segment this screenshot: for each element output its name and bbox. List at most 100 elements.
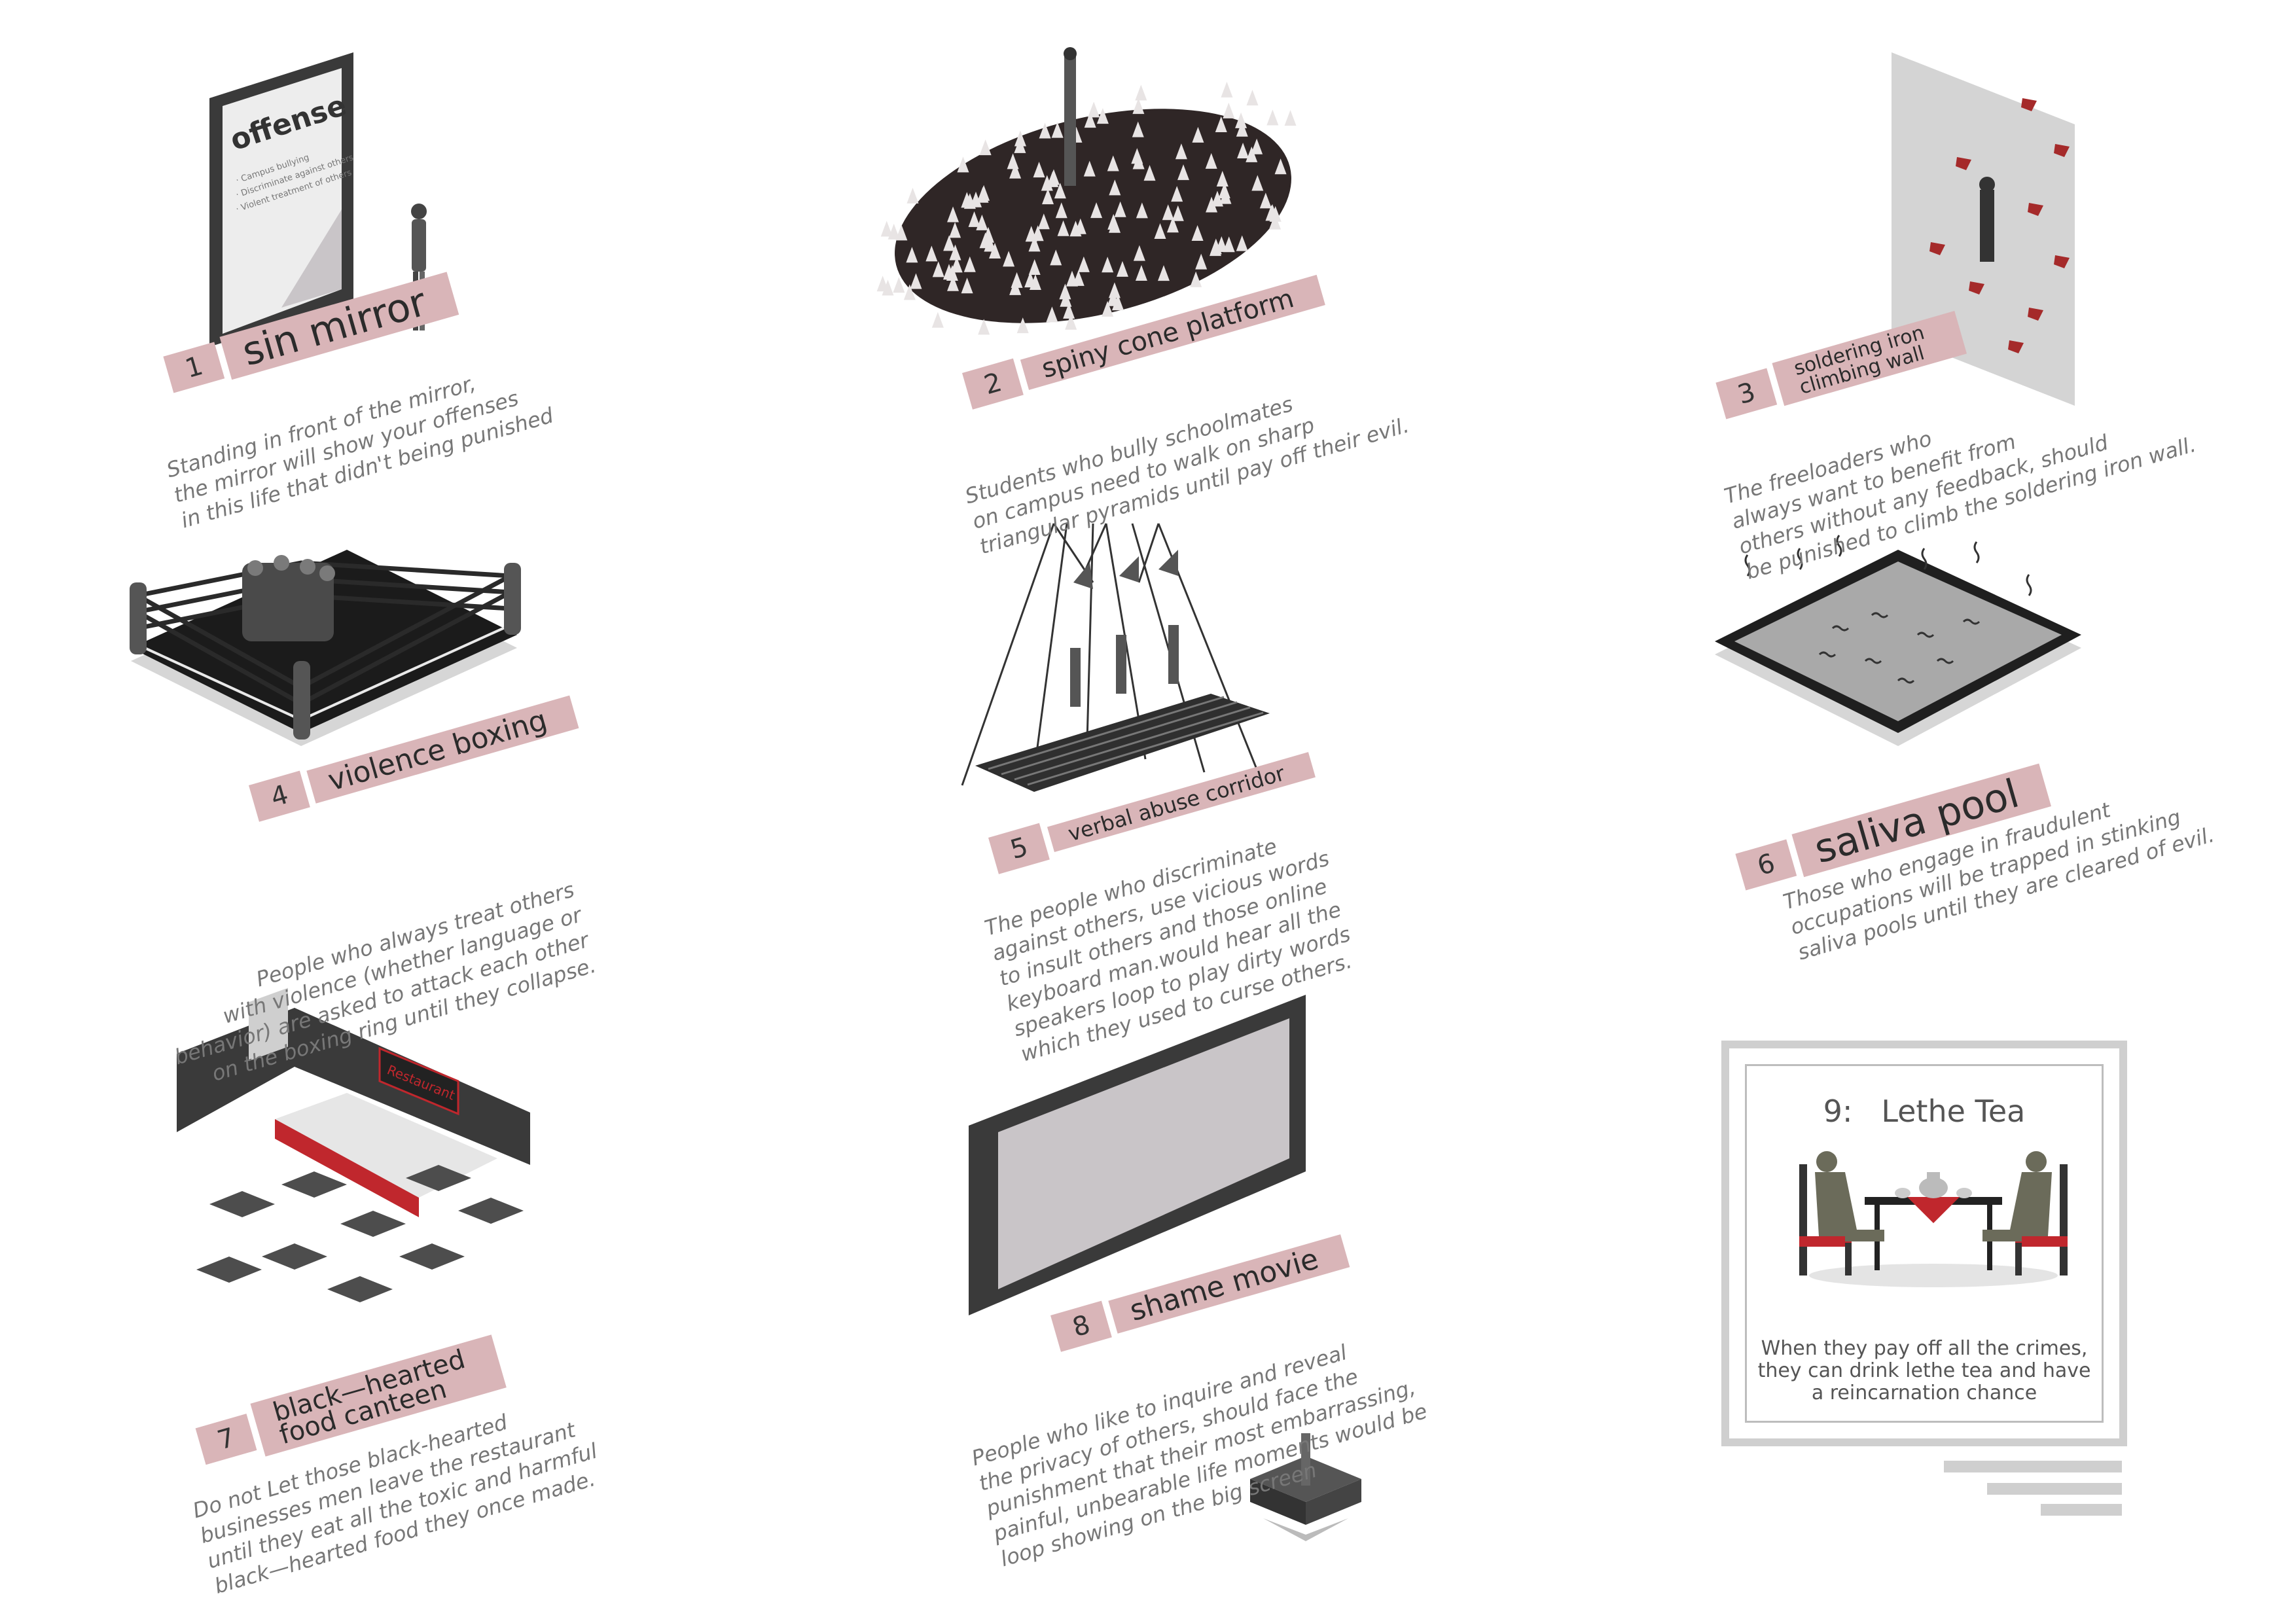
shame-movie-screen-illustration xyxy=(969,995,1306,1315)
canteen-table xyxy=(340,1211,406,1237)
cone-spike xyxy=(876,276,889,292)
cone-spike xyxy=(932,261,944,277)
cone-spike xyxy=(1154,223,1166,240)
cone-spike xyxy=(950,257,963,273)
cone-spike xyxy=(1135,265,1147,281)
cone-spike xyxy=(1107,155,1119,171)
verbal-abuse-corridor-illustration xyxy=(961,523,1270,792)
cone-spike xyxy=(957,156,969,173)
canteen-table xyxy=(458,1198,524,1224)
cone-spike xyxy=(1051,122,1064,138)
caption-number: 2 xyxy=(962,358,1024,410)
cone-spike xyxy=(979,139,992,156)
cone-spike xyxy=(946,265,958,281)
climbing-hold xyxy=(2028,203,2043,216)
cone-spike xyxy=(1218,183,1230,199)
cone-spike xyxy=(1028,236,1041,252)
caption-number: 5 xyxy=(988,823,1050,874)
canteen-illustration: Restaurant xyxy=(177,988,530,1302)
cone-spike xyxy=(1132,98,1145,115)
desc-line: a reincarnation chance xyxy=(1811,1382,2037,1404)
cone-spike xyxy=(1177,164,1189,181)
cone-spike xyxy=(1266,204,1279,220)
cone-spike xyxy=(1096,108,1109,124)
ripple xyxy=(1916,632,1935,638)
lethe-description: When they pay off all the crimes, they c… xyxy=(1747,1338,2102,1404)
cone-spike xyxy=(1041,175,1053,191)
cone-spike xyxy=(1162,204,1174,221)
cone-spike xyxy=(1039,122,1051,139)
cone-spike xyxy=(1131,148,1143,164)
cone-spike xyxy=(1083,160,1096,177)
caption-number: 1 xyxy=(163,342,225,393)
cone-spike xyxy=(1235,112,1247,128)
cone-spike xyxy=(1171,186,1183,202)
climbing-hold xyxy=(2028,308,2043,321)
cone-spike xyxy=(1107,213,1120,230)
cone-spike xyxy=(1077,256,1090,272)
canteen-table xyxy=(399,1243,465,1270)
cone-spike xyxy=(977,187,989,203)
canteen-table xyxy=(281,1171,347,1198)
cone-spike xyxy=(880,221,893,237)
cone-spike xyxy=(1223,102,1235,118)
saliva-pool-illustration xyxy=(1715,550,2081,746)
cone-spike xyxy=(1206,196,1218,213)
cone-spike xyxy=(1195,253,1208,270)
cone-spike xyxy=(943,235,956,251)
cone-spike xyxy=(1088,101,1100,118)
canteen-table xyxy=(406,1165,471,1191)
cone-spike xyxy=(1157,265,1170,281)
cone-spike xyxy=(968,211,980,227)
climbing-hold xyxy=(1969,281,1984,294)
cone-spike xyxy=(1284,110,1297,126)
cone-spike xyxy=(947,275,960,291)
cone-spike xyxy=(949,222,961,238)
climbing-hold xyxy=(1929,242,1945,255)
cone-spike xyxy=(963,256,976,272)
cone-spike xyxy=(1042,188,1054,205)
cone-spike xyxy=(949,244,961,260)
cone-spike xyxy=(1063,302,1075,319)
stink-lines xyxy=(1744,535,2032,596)
cone-spike xyxy=(1102,257,1114,273)
cone-spike xyxy=(1066,270,1078,287)
cone-spike xyxy=(1274,158,1287,175)
canteen-table xyxy=(209,1191,275,1217)
cone-spike xyxy=(1047,169,1060,185)
boxing-ring-illustration xyxy=(130,550,521,746)
cone-spike xyxy=(1191,225,1204,241)
cone-spike xyxy=(1143,165,1156,181)
cone-spike xyxy=(1172,205,1184,221)
cone-spike xyxy=(1028,259,1041,276)
cone-spike xyxy=(1266,109,1279,126)
cone-spike xyxy=(1108,282,1121,298)
climbing-hold xyxy=(1956,157,1971,170)
cone-spike xyxy=(1166,217,1179,233)
caption-number: 7 xyxy=(195,1414,257,1465)
sin-mirror-illustration: offense · Campus bullying· Discriminate … xyxy=(209,52,355,347)
cone-spike xyxy=(1210,238,1222,255)
cone-spike xyxy=(1216,171,1229,187)
cone-spike xyxy=(978,319,990,335)
cone-spike xyxy=(1221,81,1233,98)
cone-spike xyxy=(1246,90,1259,106)
caption-number: 4 xyxy=(249,770,311,822)
lethe-number: 9: xyxy=(1823,1094,1853,1129)
cone-spike xyxy=(1054,183,1066,199)
cone-spike xyxy=(903,284,916,300)
cone-spike xyxy=(1055,202,1067,219)
cone-spike xyxy=(1136,202,1148,219)
cone-spike xyxy=(1060,291,1072,307)
ripple xyxy=(1831,625,1850,632)
cone-spike xyxy=(1046,306,1058,323)
cone-spike xyxy=(979,232,992,249)
ripple xyxy=(1962,618,1981,625)
caption-number: 3 xyxy=(1715,368,1778,419)
cone-spike xyxy=(1109,179,1121,196)
cone-spike xyxy=(1190,271,1202,287)
cone-spike xyxy=(1003,251,1015,267)
lethe-heading: 9: Lethe Tea xyxy=(1747,1094,2102,1129)
cone-spike xyxy=(1251,175,1264,191)
climbing-hold xyxy=(2054,144,2070,157)
